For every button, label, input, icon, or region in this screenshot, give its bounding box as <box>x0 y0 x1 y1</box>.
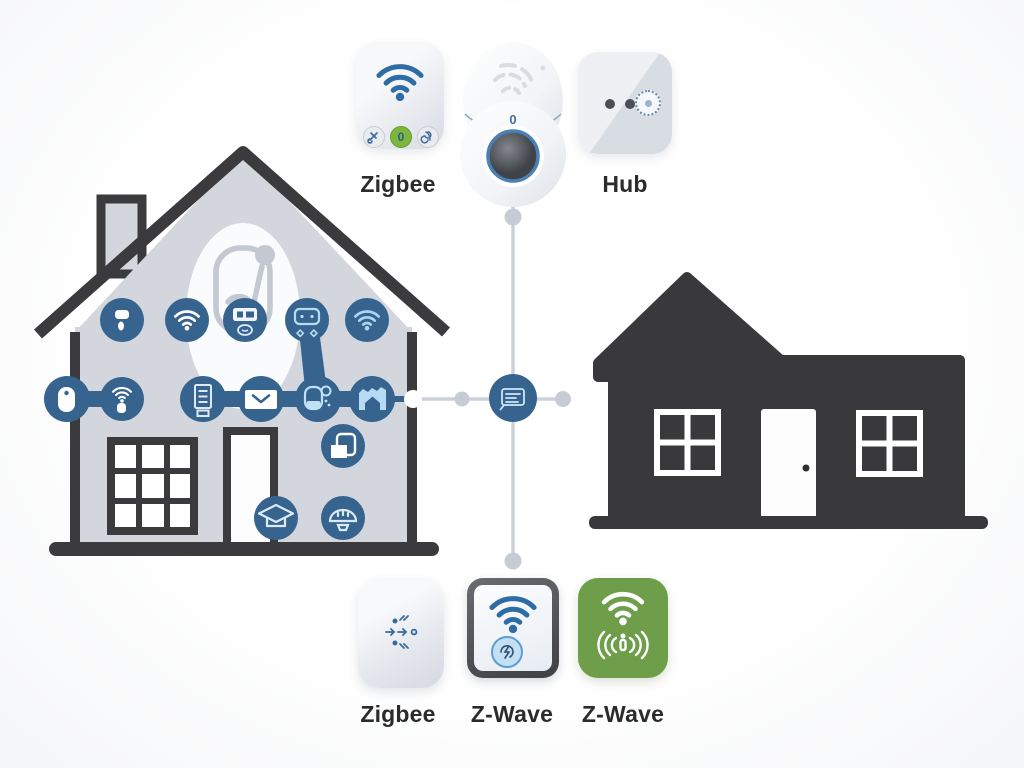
icon-row-mid <box>44 376 395 422</box>
remote-circle <box>285 298 329 342</box>
label-zwave-right: Z-Wave <box>581 701 665 727</box>
zigbee-module-device <box>358 578 444 688</box>
zwave-switch-device <box>467 578 559 678</box>
connector-dot-bottom <box>504 552 522 570</box>
zigbee-button-glyph <box>367 132 378 144</box>
kitchen-cloche-icon <box>328 508 358 532</box>
hub-socket-hole <box>605 99 615 109</box>
smart-lock-icon <box>303 385 332 411</box>
doorbell-circle <box>100 298 144 342</box>
connector-dot-top <box>504 208 522 226</box>
zigbee-button-left <box>363 126 385 148</box>
wifi-device-circle <box>100 377 144 421</box>
wifi-circle-2 <box>345 298 389 342</box>
zigbee-button-power: 0 <box>390 126 412 148</box>
hub-dial-center <box>644 99 652 107</box>
zwave-switch-button <box>491 636 523 668</box>
kitchen-cloche-circle <box>321 496 365 540</box>
graduation-cap-icon <box>257 503 295 528</box>
icon-row-top <box>100 298 389 342</box>
remote-icon <box>293 307 321 338</box>
camera-pod-art <box>460 42 566 207</box>
door-handle <box>802 464 810 472</box>
hub-socket-hole <box>625 99 635 109</box>
server-circle <box>180 376 226 422</box>
zigbee-sensor-device: 0 <box>356 42 444 149</box>
roof-outline <box>34 146 450 339</box>
security-home-circle <box>349 376 395 422</box>
wifi-device-base <box>117 403 126 413</box>
hub-dial-icon <box>635 90 661 116</box>
zigbee-button-label: 0 <box>397 130 405 144</box>
connectors <box>404 204 571 570</box>
mail-circle <box>238 376 284 422</box>
camera-lens <box>486 129 540 183</box>
connector-dot-right <box>555 391 571 407</box>
zigbee-button-right <box>417 126 439 148</box>
zigbee-mesh-glyph <box>385 615 418 649</box>
right-house <box>589 272 988 529</box>
connector-dot-wall <box>404 390 422 408</box>
camera-pod-device: 0 <box>459 36 567 208</box>
label-zwave-center: Z-Wave <box>470 701 554 727</box>
mail-icon <box>245 390 277 409</box>
right-house-base <box>589 516 988 529</box>
thermostat-circle <box>223 298 267 342</box>
smart-lock-circle <box>295 376 341 422</box>
security-home-icon <box>359 387 386 410</box>
label-zigbee-bottom: Zigbee <box>360 701 436 727</box>
documents-circle <box>321 424 365 468</box>
graduation-cap-circle <box>254 496 298 540</box>
bolt-icon <box>500 645 514 659</box>
sensor-circle <box>44 376 90 422</box>
zwave-green-device <box>578 578 668 678</box>
right-house-window-left <box>654 409 721 476</box>
label-hub: Hub <box>602 171 648 197</box>
pod-display-value: 0 <box>509 112 517 127</box>
left-house-window <box>107 437 198 535</box>
left-house-base <box>49 542 439 556</box>
wifi-icon <box>379 67 421 102</box>
server-icon <box>194 384 212 417</box>
center-node <box>489 374 537 422</box>
zigbee-device-screen <box>356 52 444 112</box>
zigbee-button-glyph <box>420 131 432 144</box>
wifi-circle-1 <box>165 298 209 342</box>
right-house-window-right <box>856 410 923 477</box>
wifi-icon <box>604 594 642 625</box>
thermostat-icon <box>233 308 257 336</box>
zwave-green-art <box>597 578 649 660</box>
hub-device <box>578 52 672 154</box>
radio-waves-icon <box>597 630 649 660</box>
documents-icon <box>331 432 357 458</box>
connector-dot-left <box>454 391 470 407</box>
right-house-door <box>761 409 816 519</box>
wifi-icon <box>492 599 534 634</box>
doorbell-icon <box>115 310 129 331</box>
sensor-icon <box>58 387 75 412</box>
left-house <box>34 146 450 556</box>
mic-head <box>255 245 275 265</box>
label-zigbee-top: Zigbee <box>360 171 436 197</box>
note-icon <box>499 388 525 411</box>
zwave-wifi-art <box>474 588 552 638</box>
